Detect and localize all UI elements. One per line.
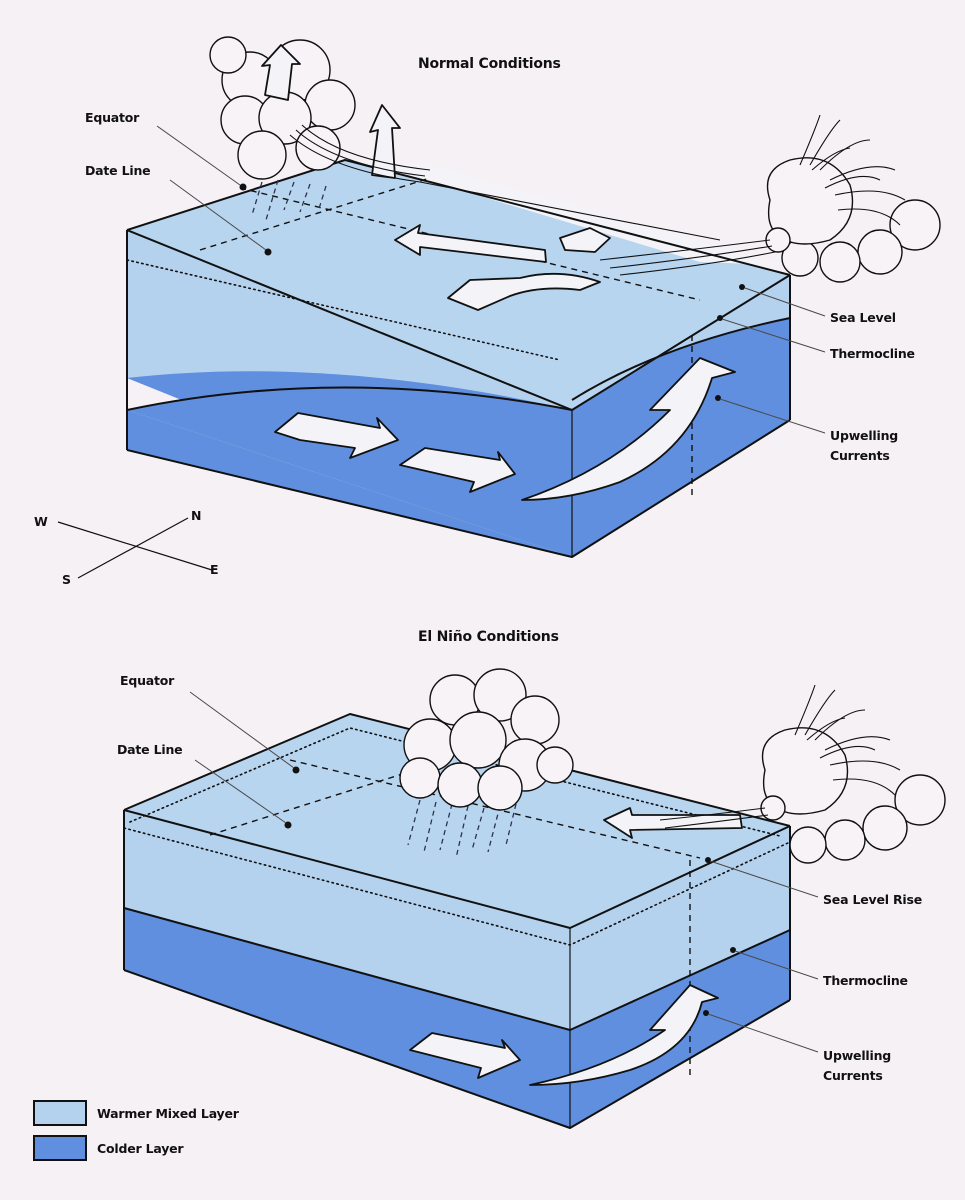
elnino-label-thermocline: Thermocline [823, 973, 908, 988]
normal-leader-dateline [169, 179, 267, 251]
elnino-label-upwelling-1: Upwelling [823, 1048, 891, 1063]
normal-thermocline-side [571, 317, 791, 401]
normal-upwelling-arrow [521, 357, 736, 501]
elnino-weak-trade-arrow [603, 807, 743, 839]
normal-return-arrow [447, 272, 601, 311]
elnino-edge-bottom [123, 969, 791, 1129]
el-nino-conditions-panel: El Niño Conditions [117, 629, 946, 1129]
normal-dateline-point [264, 248, 272, 256]
normal-equator-point [239, 183, 247, 191]
normal-surface-arrow-mid [559, 227, 611, 253]
elnino-wind-face-icon [659, 684, 946, 864]
elnino-dateline-point [284, 821, 292, 829]
normal-label-thermocline: Thermocline [830, 346, 915, 361]
normal-sea-strip [360, 160, 780, 265]
compass-south-north-axis [77, 517, 189, 579]
legend-label-cold: Colder Layer [97, 1141, 184, 1156]
compass-south: S [62, 572, 71, 587]
normal-thermocline-front [126, 386, 573, 411]
normal-leader-upwelling [719, 398, 826, 434]
elnino-upwelling-point [703, 1010, 709, 1016]
compass-rose: W N E S [34, 508, 219, 587]
compass-north: N [191, 508, 201, 523]
normal-conditions-panel: Normal Conditions [85, 36, 941, 558]
elnino-rain [407, 799, 517, 859]
elnino-top-face [124, 714, 790, 928]
normal-rain [251, 179, 327, 221]
normal-leader-equator [156, 125, 241, 186]
el-nino-title: El Niño Conditions [418, 629, 559, 645]
elnino-leader-sealevel [709, 860, 819, 898]
normal-wind-face-icon [599, 114, 941, 283]
normal-label-sealevel: Sea Level [830, 310, 896, 325]
elnino-leader-dateline [194, 759, 287, 824]
compass-east: E [210, 562, 218, 577]
normal-leader-thermocline [721, 318, 826, 353]
normal-front-cold-lower [127, 410, 572, 557]
elnino-leader-upwelling [707, 1013, 819, 1053]
elnino-equator-point [292, 766, 300, 774]
normal-label-upwelling-2: Currents [830, 448, 890, 463]
normal-edge-top-back [126, 159, 791, 276]
normal-title: Normal Conditions [418, 56, 561, 72]
legend-swatch-warm [33, 1100, 87, 1126]
normal-label-dateline: Date Line [85, 163, 150, 178]
normal-surface-arrow-west [394, 224, 547, 263]
compass-west: W [34, 514, 48, 529]
legend-label-warm: Warmer Mixed Layer [97, 1106, 240, 1121]
elnino-leader-equator [189, 691, 295, 769]
elnino-sealevel-point [705, 857, 711, 863]
normal-label-upwelling-1: Upwelling [830, 428, 898, 443]
normal-edge-bottom [126, 419, 791, 558]
normal-wind-streaks [289, 124, 721, 241]
normal-undercurrent-arrow-1 [274, 412, 399, 459]
normal-front-cold [127, 387, 572, 557]
normal-upwelling-point [715, 395, 721, 401]
normal-top-face [127, 160, 790, 410]
normal-dateline [199, 177, 431, 251]
elnino-cloud [399, 668, 574, 811]
elnino-leader-thermocline [734, 950, 819, 980]
normal-sealevel-point [739, 284, 745, 290]
elnino-thermocline-point [730, 947, 736, 953]
elnino-thermocline [123, 907, 791, 1031]
normal-thermocline-point [717, 315, 723, 321]
normal-label-equator: Equator [85, 110, 140, 125]
compass-west-east-axis [57, 521, 213, 571]
normal-undercurrent-arrow-2 [399, 447, 516, 493]
elnino-sealevel-dots-front [123, 827, 791, 946]
normal-leader-sealevel [744, 287, 826, 317]
legend-swatch-cold [33, 1135, 87, 1161]
normal-sealevel-dots [126, 259, 561, 361]
elnino-label-sealevel: Sea Level Rise [823, 892, 922, 907]
elnino-sealevel-dots-top [129, 727, 781, 837]
elnino-label-upwelling-2: Currents [823, 1068, 883, 1083]
legend: Warmer Mixed Layer Colder Layer [33, 1100, 240, 1161]
elnino-label-equator: Equator [120, 673, 175, 688]
elnino-front-cold [124, 908, 570, 1128]
elnino-dateline [209, 769, 416, 836]
elnino-upwelling-arrow [529, 984, 719, 1086]
elnino-edge-top-back [123, 713, 791, 827]
elnino-undercurrent-arrow [409, 1032, 521, 1079]
normal-rising-air-arrow-1 [261, 44, 301, 101]
elnino-label-dateline: Date Line [117, 742, 182, 757]
normal-rising-air-arrow-2 [369, 104, 401, 179]
